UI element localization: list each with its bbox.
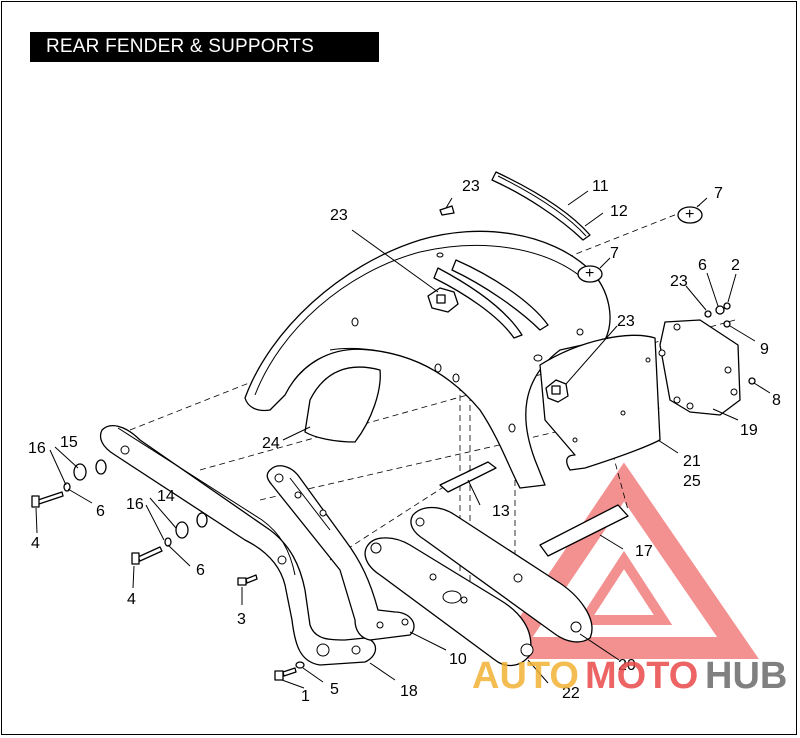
support-plate-upper (410, 506, 593, 643)
callout-23: 23 (670, 273, 688, 290)
callout-8: 8 (772, 392, 781, 409)
callout-12: 12 (610, 203, 628, 220)
callout-23: 23 (330, 207, 348, 224)
callout-1: 1 (301, 688, 310, 705)
rear-fender (244, 230, 611, 489)
callout-6: 6 (698, 257, 707, 274)
callout-11: 11 (592, 178, 609, 195)
support-plate-lower (364, 537, 534, 667)
callout-4: 4 (31, 535, 40, 552)
callout-24: 24 (262, 435, 280, 452)
callout-21: 21 (683, 453, 701, 470)
svg-text:AUTO: AUTO (472, 655, 579, 697)
push-nut (427, 287, 459, 313)
callout-7: 7 (610, 245, 619, 262)
callout-17: 17 (635, 543, 653, 560)
callout-22: 22 (562, 685, 580, 702)
callout-23: 23 (462, 178, 480, 195)
diagram-title: REAR FENDER & SUPPORTS (30, 32, 379, 62)
callout-7: 7 (714, 185, 723, 202)
svg-text:MOTO: MOTO (585, 655, 698, 697)
fender-pad (304, 366, 381, 443)
callout-9: 9 (760, 341, 769, 358)
callout-23: 23 (617, 313, 635, 330)
screw (237, 574, 258, 586)
callout-18: 18 (400, 683, 418, 700)
callout-6: 6 (96, 503, 105, 520)
watermark-logo (491, 462, 759, 659)
clip-nut (439, 205, 455, 216)
hardware-stack-lower (131, 512, 208, 565)
support-rail-inner (266, 465, 415, 641)
callout-16: 16 (28, 440, 46, 457)
washer-7-mid: + (577, 265, 603, 283)
callout-20: 20 (618, 657, 636, 674)
watermark-text: AUTO MOTO HUB (472, 655, 787, 697)
callout-3: 3 (237, 611, 246, 628)
mounting-plate (658, 319, 741, 416)
callout-14: 14 (157, 488, 175, 505)
trim-strip-upper (491, 171, 591, 241)
callout-10: 10 (449, 651, 467, 668)
callout-6: 6 (196, 562, 205, 579)
callout-16: 16 (126, 496, 144, 513)
washer-7-top: + (677, 206, 703, 224)
hardware-stack-upper (31, 459, 107, 508)
callout-13: 13 (492, 503, 510, 520)
trim-strip-lower (433, 259, 549, 339)
callout-2: 2 (731, 257, 740, 274)
callout-numbers: 23 23 23 23 11 12 7 7 6 2 9 8 19 21 25 2… (28, 178, 781, 705)
callout-25: 25 (683, 473, 701, 490)
callout-4: 4 (127, 591, 136, 608)
callout-19: 19 (740, 422, 758, 439)
bolt-washer (274, 661, 305, 681)
callout-15: 15 (60, 434, 78, 451)
svg-text:HUB: HUB (705, 655, 787, 697)
fender-liner (539, 334, 661, 471)
support-bracket (539, 504, 629, 557)
callout-5: 5 (330, 681, 339, 698)
push-nut-rear (545, 379, 569, 403)
svg-text:+: + (685, 206, 694, 223)
support-rail-left (99, 425, 377, 666)
svg-text:+: + (585, 265, 594, 282)
bracket (439, 461, 497, 493)
leader-lines (35, 190, 771, 689)
small-hardware (704, 302, 756, 385)
